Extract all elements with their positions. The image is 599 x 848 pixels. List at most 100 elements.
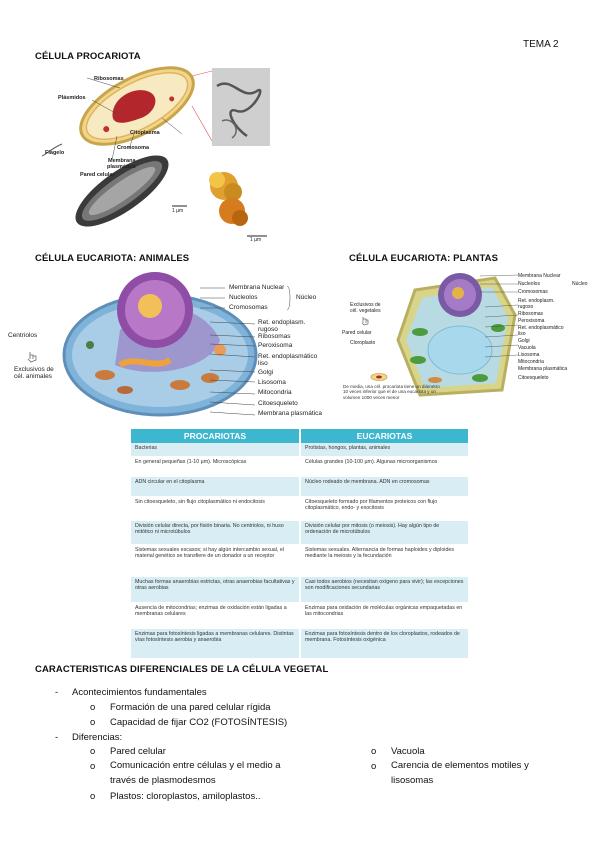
bullet-marker: o: [90, 717, 96, 728]
cell-procariota: En general pequeñas (1-10 µm). Microscóp…: [131, 456, 301, 477]
prokaryote-illustration: [42, 66, 270, 237]
label-ret-liso-2: liso: [258, 360, 268, 367]
cell-eucariota: Células grandes (10-100 µm). Algunas mic…: [300, 456, 470, 477]
cell-eucariota: División celular por mitosis (o meiosis)…: [300, 520, 470, 545]
plant-label-cloroplasto: Cloroplasto: [350, 340, 376, 346]
size-note: De media, una cél. procariota tiene un d…: [343, 384, 440, 400]
item-pared-rigida: Formación de una pared celular rígida: [110, 702, 271, 713]
label-exclusivos-2: cél. animales: [14, 373, 52, 380]
table-row: Sin citoesqueleto, sin flujo citoplasmát…: [131, 496, 470, 521]
label-citoesqueleto: Citoesqueleto: [258, 400, 298, 407]
bullet-marker: o: [90, 746, 96, 757]
label-golgi: Golgi: [258, 369, 274, 376]
plant-label-lines: [480, 274, 519, 358]
cell-eucariota: Citoesqueleto formado por filamentos pro…: [300, 496, 470, 521]
plant-label-membrana-plasmatica: Membrana plasmática: [518, 366, 568, 372]
cell-eucariota: Enzimas para fotosíntesis dentro de los …: [300, 628, 470, 659]
table-row: División celular directa, por fisión bin…: [131, 520, 470, 545]
plant-label-cromosomas: Cromosomas: [518, 289, 548, 295]
cell-eucariota: Protistas, hongos, plantas, animales: [300, 443, 470, 457]
label-ret-rugoso-2: rugoso: [258, 326, 278, 333]
cell-procariota: Bacterias: [131, 443, 301, 457]
dash-marker: -: [55, 732, 59, 743]
table-header-row: PROCARIOTAS EUCARIOTAS: [131, 429, 470, 443]
label-exclusivos: Exclusivos de: [14, 366, 54, 373]
label-lisosoma: Lisosoma: [258, 379, 286, 386]
cell-procariota: Sin citoesqueleto, sin flujo citoplasmát…: [131, 496, 301, 521]
hand-pointer-icon-plant: [361, 317, 369, 326]
label-membrana-plasmatica: Membrana plasmática: [258, 410, 322, 417]
label-cromosomas: Cromosomas: [229, 304, 268, 311]
label-membrana-nuclear: Membrana Nuclear: [229, 284, 285, 291]
plant-label-exclusivos: Exclusivos de: [350, 302, 381, 308]
scale-bar-1: 1 µm: [172, 208, 184, 214]
bullet-marker: o: [90, 791, 96, 802]
cell-procariota: Ausencia de mitocondrias; enzimas de oxi…: [131, 602, 301, 629]
plant-label-nucleo: Núcleo: [572, 281, 588, 287]
label-citoplasma: Citoplasma: [130, 130, 160, 136]
plant-label-ribosomas: Ribosomas: [518, 311, 544, 317]
cell-eucariota: Casi todos aerobios (necesitan oxígeno p…: [300, 576, 470, 603]
plant-label-exclusivos-2: cél. vegetales: [350, 308, 381, 314]
animal-title: CÉLULA EUCARIOTA: ANIMALES: [35, 253, 190, 264]
label-peroxisoma: Peroxisoma: [258, 342, 293, 349]
plant-label-ret-rugoso: Ret. endoplasm.: [518, 298, 555, 304]
procariota-title: CÉLULA PROCARIOTA: [35, 51, 141, 62]
bullet-marker: o: [90, 761, 96, 772]
table-row: Sistemas sexuales escasos; si hay algún …: [131, 544, 470, 577]
scale-bar-2: 1 µm: [250, 237, 262, 243]
bullet-marker: o: [90, 702, 96, 713]
bullet-marker: o: [371, 761, 377, 772]
label-pared: Pared celular: [80, 172, 115, 178]
plant-label-peroxisoma: Peroxisoma: [518, 318, 545, 324]
item-comunicacion: Comunicación entre células y el medio a …: [110, 760, 281, 786]
prokaryote-small-icon: [370, 373, 388, 381]
plant-label-lisosoma: Lisosoma: [518, 352, 540, 358]
cell-eucariota: Sistemas sexuales. Alternancia de formas…: [300, 544, 470, 577]
cell-eucariota: Núcleo rodeado de membrana. ADN en cromo…: [300, 476, 470, 497]
table-row: Muchas formas anaerobias estrictas, otra…: [131, 576, 470, 603]
plant-cell-illustration: [396, 273, 517, 397]
header-procariotas: PROCARIOTAS: [131, 429, 301, 443]
dash-marker: -: [55, 687, 59, 698]
label-plasmidos: Plásmidos: [58, 95, 86, 101]
plant-label-citoesqueleto: Citoesqueleto: [518, 375, 549, 381]
hand-pointer-icon: [27, 352, 37, 363]
group-label-acontecimientos: Acontecimientos fundamentales: [72, 687, 207, 698]
cell-procariota: Sistemas sexuales escasos; si hay algún …: [131, 544, 301, 577]
label-centriolos: Centriolos: [8, 332, 38, 339]
label-ret-rugoso: Ret. endoplasm.: [258, 319, 306, 326]
header-eucariotas: EUCARIOTAS: [300, 429, 470, 443]
label-plasmatica: plasmática: [107, 164, 136, 170]
item-carencia: Carencia de elementos motiles y lisosoma…: [391, 760, 529, 786]
plantas-title: CÉLULA EUCARIOTA: PLANTAS: [349, 253, 499, 264]
plant-label-nucleolos: Nucleolos: [518, 281, 540, 287]
label-nucleo: Núcleo: [296, 294, 317, 301]
cell-procariota: ADN circular en el citoplasma: [131, 476, 301, 497]
cell-procariota: Enzimas para fotosíntesis ligadas a memb…: [131, 628, 301, 659]
animal-cell-illustration: [62, 272, 258, 417]
plant-label-pared: Pared celular: [342, 330, 372, 336]
label-membrana: Membrana: [108, 158, 136, 164]
label-ribosomas: Ribosomas: [94, 76, 124, 82]
table-row: Enzimas para fotosíntesis ligadas a memb…: [131, 628, 470, 659]
plant-label-golgi: Golgi: [518, 338, 530, 344]
plant-label-membrana-nuclear: Membrana Nuclear: [518, 273, 561, 279]
animal-label-lines: [200, 285, 291, 416]
group-label-diferencias: Diferencias:: [72, 732, 123, 743]
cell-procariota: Muchas formas anaerobias estrictas, otra…: [131, 576, 301, 603]
item-fijar-co2: Capacidad de fijar CO2 (FOTOSÍNTESIS): [110, 717, 288, 728]
label-ribosomas: Ribosomas: [258, 333, 291, 340]
label-flagelo: Flagelo: [45, 150, 65, 156]
plant-label-mitocondria: Mitocondria: [518, 359, 544, 365]
plant-label-ret-liso: Ret. endoplasmático: [518, 325, 564, 331]
item-pared-celular: Pared celular: [110, 746, 166, 757]
label-nucleolos: Nucleolos: [229, 294, 258, 301]
item-vacuola: Vacuola: [391, 746, 425, 757]
label-cromosoma: Cromosoma: [117, 145, 150, 151]
label-ret-liso: Ret. endoplasmático: [258, 353, 318, 360]
label-mitocondria: Mitocondria: [258, 389, 292, 396]
